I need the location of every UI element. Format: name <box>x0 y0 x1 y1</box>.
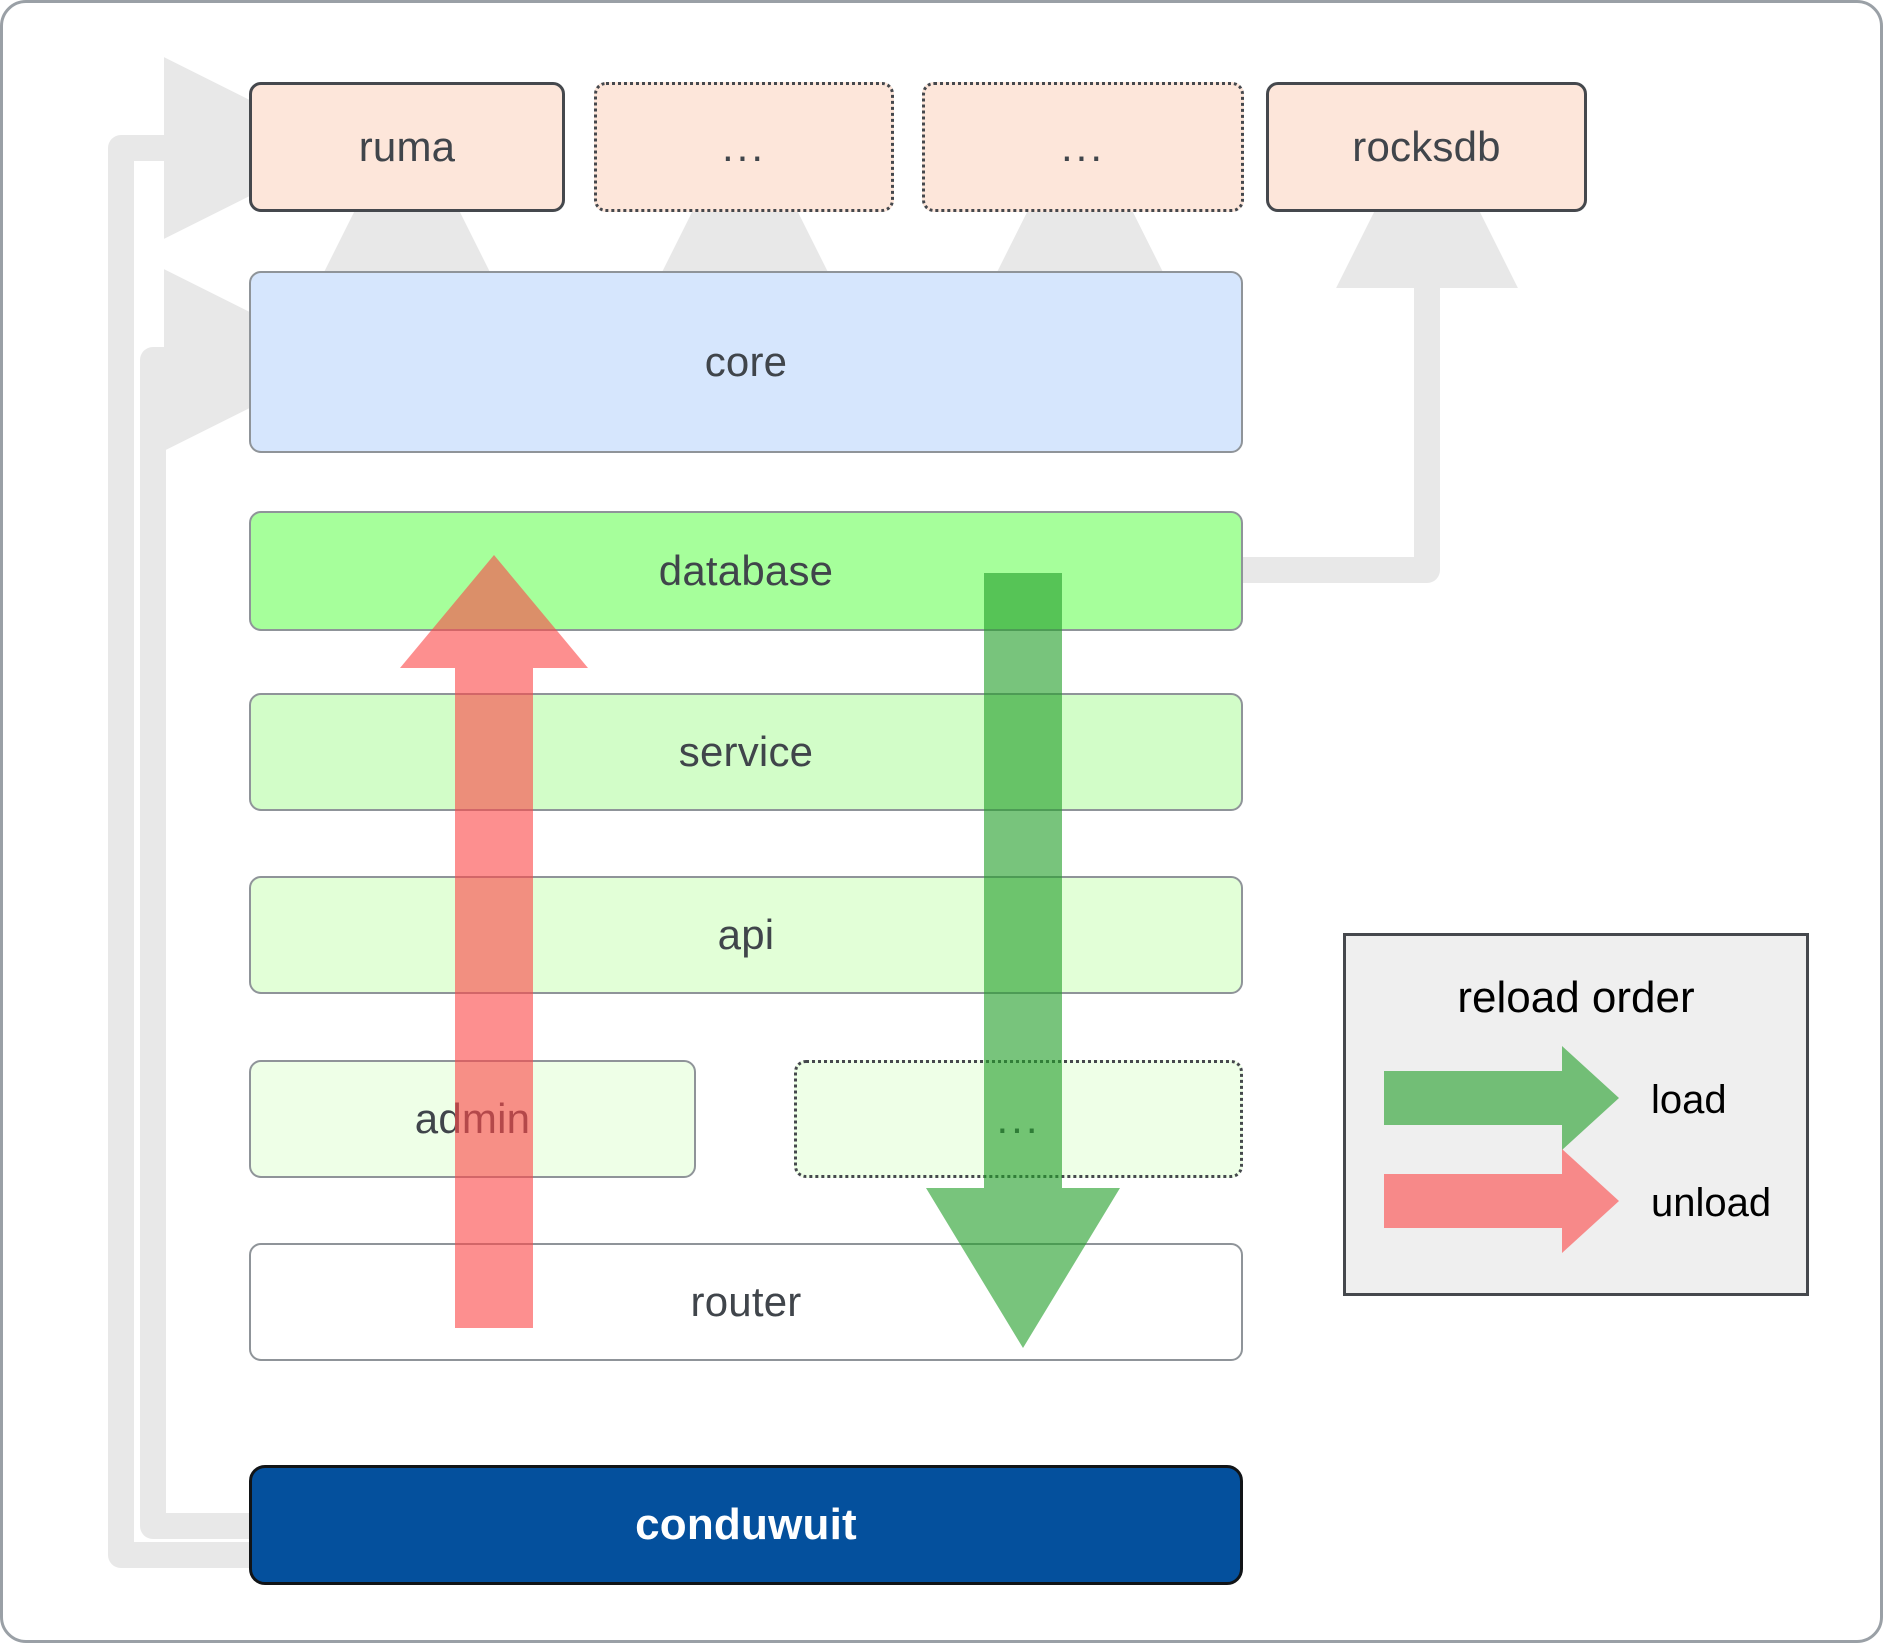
connector-database-to-rocksdb <box>1243 106 1518 583</box>
layer-label: service <box>678 728 814 775</box>
layer-node-api[interactable]: api <box>249 876 1243 994</box>
layer-label: router <box>690 1278 802 1325</box>
layer-label: ... <box>996 1094 1041 1142</box>
layer-label: admin <box>414 1095 531 1142</box>
dependency-label: ... <box>1060 122 1105 170</box>
connector-arrows-layer <box>108 57 1518 1568</box>
layer-node-ellipsis[interactable]: ... <box>794 1060 1243 1178</box>
legend-label-unload: unload <box>1651 1181 1772 1225</box>
layer-label: api <box>717 911 775 958</box>
conduwuit-label: conduwuit <box>635 1500 857 1549</box>
dependency-node-ellipsis-2[interactable]: ... <box>922 82 1244 212</box>
layer-node-admin[interactable]: admin <box>249 1060 696 1178</box>
dependency-label: rocksdb <box>1352 123 1501 170</box>
layer-node-service[interactable]: service <box>249 693 1243 811</box>
layer-node-router[interactable]: router <box>249 1243 1243 1361</box>
legend-title: reload order <box>1457 973 1695 1022</box>
dependency-label: ... <box>721 122 766 170</box>
layer-label: database <box>658 547 834 594</box>
dependency-node-ellipsis-1[interactable]: ... <box>594 82 894 212</box>
legend-label-load: load <box>1651 1078 1727 1122</box>
connector-conduwuit-to-core <box>140 269 346 1539</box>
dependency-node-rocksdb[interactable]: rocksdb <box>1266 82 1587 212</box>
conduwuit-node[interactable]: conduwuit <box>249 1465 1243 1585</box>
connector-conduwuit-to-ruma <box>108 57 346 1568</box>
dependency-node-ruma[interactable]: ruma <box>249 82 565 212</box>
flow-arrows-layer <box>400 555 1120 1348</box>
dependency-label: ruma <box>358 123 456 170</box>
layer-node-database[interactable]: database <box>249 511 1243 631</box>
core-node[interactable]: core <box>249 271 1243 453</box>
core-label: core <box>704 338 788 385</box>
legend-arrows-layer <box>1384 1046 1619 1253</box>
